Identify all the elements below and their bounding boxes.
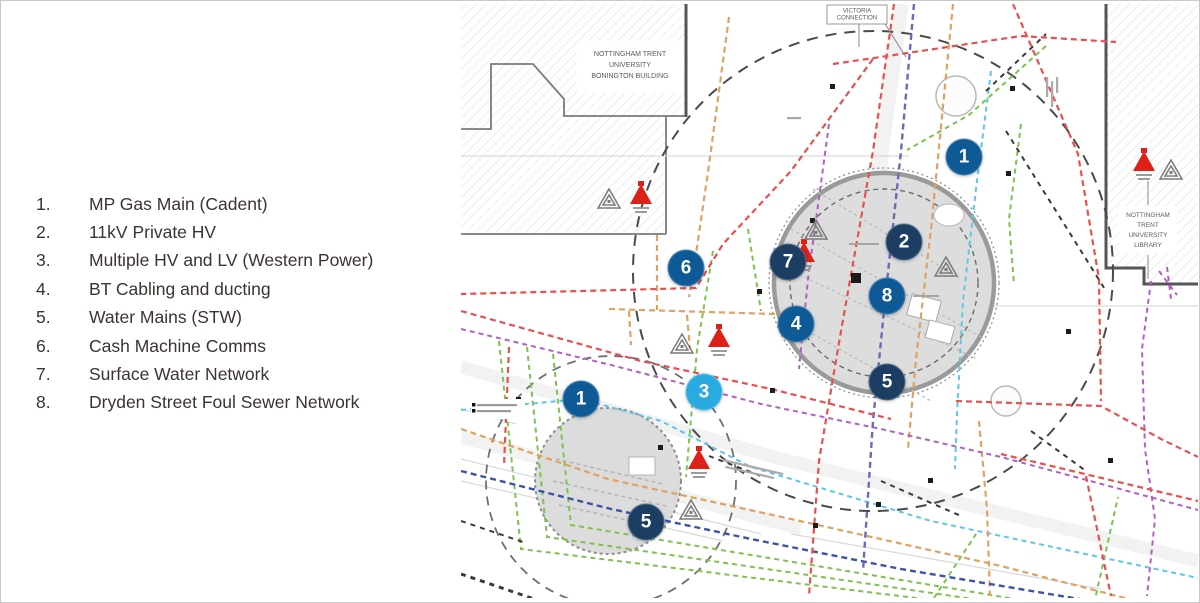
legend-item-3: 3. Multiple HV and LV (Western Power) [36, 247, 446, 275]
legend-item-number: 4. [36, 278, 51, 299]
utility-lines-navy [461, 469, 1081, 598]
svg-text:CONNECTION: CONNECTION [837, 16, 877, 22]
svg-text:BONINGTON BUILDING: BONINGTON BUILDING [591, 73, 668, 80]
legend-item-number: 7. [36, 364, 51, 385]
legend-item-label: MP Gas Main (Cadent) [89, 193, 268, 214]
legend-item-label: Dryden Street Foul Sewer Network [89, 392, 360, 413]
manhole-circles [935, 75, 1022, 417]
ntu-library-label: NOTTINGHAM [1126, 212, 1170, 219]
utility-marker-3: 3 [685, 373, 723, 411]
utility-marker-2: 2 [885, 223, 923, 261]
utility-marker-5: 5 [868, 363, 906, 401]
search-area-circle-small [485, 355, 737, 598]
svg-text:TRENT: TRENT [1137, 222, 1159, 229]
legend-item-number: 2. [36, 222, 51, 243]
building-outlines [461, 63, 686, 235]
utility-plan-drawing: VICTORIA CONNECTION NOTTINGHAM TRENT UNI… [461, 4, 1198, 598]
ntu-building-label: NOTTINGHAM TRENT [594, 51, 667, 58]
legend-item-label: BT Cabling and ducting [89, 278, 271, 299]
utility-marker-7: 7 [769, 243, 807, 281]
legend-item-number: 3. [36, 250, 51, 271]
disc-structures [628, 203, 965, 476]
legend-item-2: 2. 11kV Private HV [36, 218, 446, 246]
svg-text:UNIVERSITY: UNIVERSITY [1128, 232, 1168, 239]
utility-marker-1: 1 [562, 380, 600, 418]
legend-item-8: 8. Dryden Street Foul Sewer Network [36, 389, 446, 417]
legend-item-label: Cash Machine Comms [89, 335, 266, 356]
legend: 1. MP Gas Main (Cadent) 2. 11kV Private HV… [36, 190, 446, 417]
utility-plan-map: VICTORIA CONNECTION NOTTINGHAM TRENT UNI… [461, 4, 1198, 598]
utility-marker-5: 5 [627, 503, 665, 541]
legend-item-label: Surface Water Network [89, 364, 270, 385]
legend-item-6: 6. Cash Machine Comms [36, 332, 446, 360]
legend-item-number: 1. [36, 193, 51, 214]
building-outlines-thick [684, 4, 1198, 286]
legend-item-number: 8. [36, 392, 51, 413]
utility-marker-6: 6 [667, 249, 705, 287]
micro-annotations [471, 77, 1059, 480]
legend-item-label: Multiple HV and LV (Western Power) [89, 250, 374, 271]
legend-item-number: 5. [36, 307, 51, 328]
victoria-connection-label: VICTORIA [843, 9, 871, 15]
legend-item-7: 7. Surface Water Network [36, 360, 446, 388]
utility-lines-black [461, 33, 1107, 598]
legend-item-label: 11kV Private HV [89, 222, 217, 243]
utility-lines-cyan [461, 70, 1198, 579]
utility-marker-1: 1 [945, 138, 983, 176]
legend-item-number: 6. [36, 335, 51, 356]
search-area-circle-large [632, 30, 1114, 512]
legend-item-label: Water Mains (STW) [89, 307, 242, 328]
utility-lines-green [498, 45, 1119, 598]
legend-item-1: 1. MP Gas Main (Cadent) [36, 190, 446, 218]
map-text-labels: VICTORIA CONNECTION NOTTINGHAM TRENT UNI… [577, 4, 1177, 279]
ntu-building-footprint [461, 4, 686, 234]
utility-marker-4: 4 [777, 305, 815, 343]
svg-text:UNIVERSITY: UNIVERSITY [609, 62, 651, 69]
legend-item-5: 5. Water Mains (STW) [36, 304, 446, 332]
svg-text:LIBRARY: LIBRARY [1134, 242, 1162, 249]
node-squares [516, 84, 1113, 528]
legend-item-4: 4. BT Cabling and ducting [36, 275, 446, 303]
utility-marker-8: 8 [868, 277, 906, 315]
